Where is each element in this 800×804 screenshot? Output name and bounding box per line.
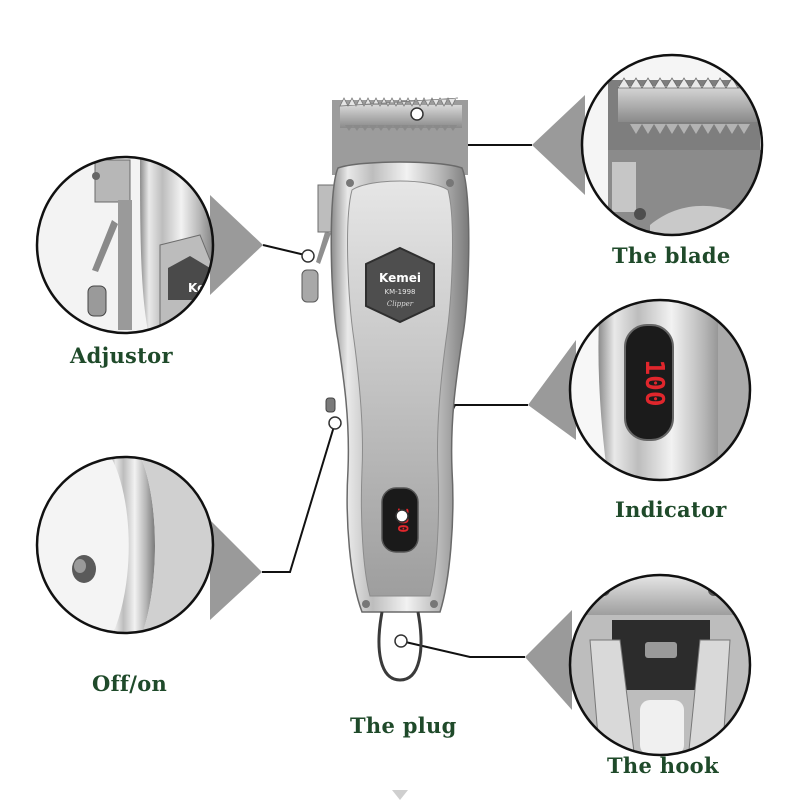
bottom-pointer bbox=[392, 790, 408, 800]
zoom-circle-indicator: 100 bbox=[568, 298, 752, 482]
clipper-body: Kemei KM-1998 Clipper 100 bbox=[301, 97, 470, 682]
callout-line-offon bbox=[262, 422, 336, 573]
callout-wedge-adjustor bbox=[210, 195, 263, 295]
callout-line-adjustor bbox=[262, 244, 306, 256]
blade-lower-teeth bbox=[345, 125, 457, 131]
power-switch bbox=[325, 397, 336, 413]
zoom-circle-adjustor: Ke bbox=[35, 155, 215, 335]
brand-model: KM-1998 bbox=[385, 288, 416, 296]
zoom-circle-blade bbox=[580, 53, 764, 237]
indicator-zoom-readout: 100 bbox=[639, 360, 669, 407]
brand-script: Clipper bbox=[387, 300, 414, 308]
brand-badge bbox=[365, 246, 435, 324]
blade-teeth bbox=[339, 97, 459, 107]
label-adjustor: Adjustor bbox=[70, 343, 173, 368]
label-hook: The hook bbox=[607, 753, 719, 778]
callout-line-hook bbox=[400, 640, 525, 658]
label-plug: The plug bbox=[350, 713, 457, 738]
brand-name: Kemei bbox=[379, 271, 421, 285]
hanging-hook bbox=[377, 611, 423, 682]
zoom-circle-offon bbox=[35, 455, 215, 635]
callout-wedge-offon bbox=[210, 520, 262, 620]
label-offon: Off/on bbox=[92, 671, 168, 696]
label-blade: The blade bbox=[612, 243, 731, 268]
callout-wedge-indicator bbox=[528, 340, 576, 440]
blade-plate bbox=[340, 105, 462, 128]
callout-anchors bbox=[301, 107, 424, 648]
callout-wedge-blade bbox=[532, 95, 585, 195]
callout-wedge-hook bbox=[525, 610, 572, 710]
label-indicator: Indicator bbox=[615, 497, 727, 522]
zoom-circle-hook bbox=[568, 573, 752, 757]
